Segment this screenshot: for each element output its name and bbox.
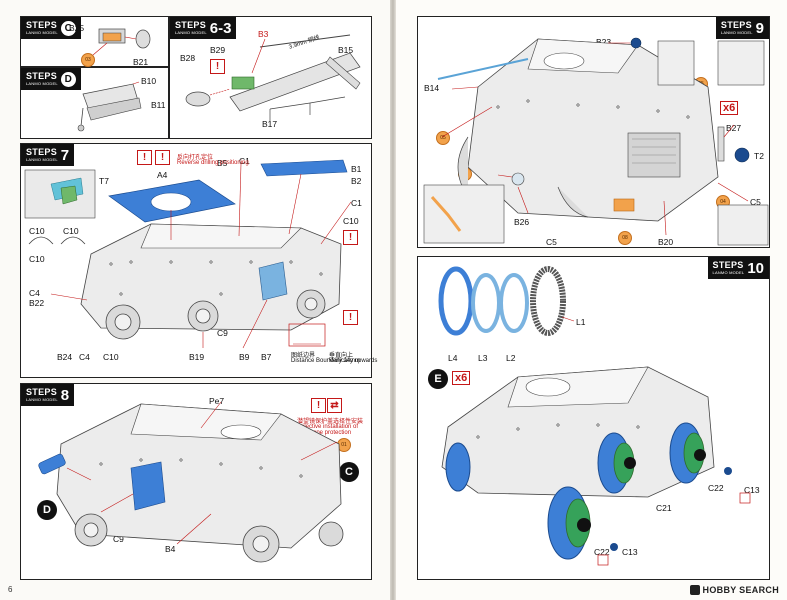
- part-b20: B20: [658, 237, 674, 247]
- part-b15: B15: [338, 45, 354, 55]
- step-8-drawing: [38, 401, 344, 563]
- part-c13-right: C13: [744, 485, 760, 495]
- part-c9: C9: [113, 534, 124, 544]
- step-7-drawing: [24, 159, 352, 349]
- part-b26: B26: [514, 217, 530, 227]
- part-l4: L4: [448, 353, 458, 363]
- part-c4-left: C4: [29, 288, 40, 298]
- warn-icon-8b: ⇄: [327, 398, 342, 413]
- warn-icon-7b: !: [155, 150, 170, 165]
- step-c-drawing: [92, 28, 151, 56]
- part-b1: B1: [351, 164, 362, 174]
- part-c1-right: C1: [351, 198, 362, 208]
- warn-icon-7c: !: [343, 230, 358, 245]
- part-b28: B28: [180, 53, 196, 63]
- part-c9: C9: [217, 328, 228, 338]
- part-pe7: Pe7: [209, 396, 225, 406]
- warn-icon-7a: !: [137, 150, 152, 165]
- tag-08b: 08: [618, 231, 632, 245]
- part-b14: B14: [424, 83, 440, 93]
- part-c21: C21: [656, 503, 672, 513]
- warn-icon: !: [210, 59, 225, 74]
- note-boundary: 图纸边界: [291, 353, 316, 359]
- step-d-letter: D: [60, 71, 76, 87]
- step-10-drawing: [438, 266, 751, 566]
- page-number-left: 6: [8, 585, 13, 594]
- part-b5: B5: [217, 158, 228, 168]
- part-b27: B27: [726, 123, 742, 133]
- part-c13-bottom: C13: [622, 547, 638, 557]
- warn-icon-7d: !: [343, 310, 358, 325]
- part-b4: B4: [165, 544, 176, 554]
- note-vertical: 垂直向上: [329, 353, 354, 359]
- part-b3: B3: [258, 29, 269, 39]
- part-b9: B9: [239, 352, 250, 362]
- part-c4-bottom: C4: [79, 352, 90, 362]
- tag-03: 03: [81, 53, 95, 67]
- part-c5-right: C5: [750, 197, 761, 207]
- part-c22-right: C22: [708, 483, 724, 493]
- part-a4: A4: [157, 170, 168, 180]
- part-c10-bottom: C10: [103, 352, 119, 362]
- part-b10: B10: [141, 76, 157, 86]
- page-spine: [390, 0, 396, 600]
- note-vertical-sub: Vertically upwards: [329, 358, 378, 364]
- part-b21: B21: [133, 57, 149, 67]
- part-c10-inset-a: C10: [29, 226, 45, 236]
- part-b22: B22: [29, 298, 45, 308]
- note-reverse-drill-sub: Reverse drilling positioning: [177, 160, 249, 166]
- note-reverse-drill: 反向打孔定位: [177, 155, 214, 161]
- part-b11: B11: [151, 100, 166, 110]
- part-b23: B23: [596, 37, 612, 47]
- warn-icon-8a: !: [311, 398, 326, 413]
- part-b17: B17: [262, 119, 278, 129]
- part-b25: B25: [69, 23, 85, 33]
- part-c10-right: C10: [343, 216, 359, 226]
- part-b24: B24: [57, 352, 73, 362]
- part-c10-inset-b: C10: [63, 226, 79, 236]
- multiplier-x6-10: x6: [452, 371, 471, 385]
- hobby-search-logo-icon: [689, 585, 700, 595]
- part-b7: B7: [261, 352, 272, 362]
- part-c1-top: C1: [239, 156, 250, 166]
- part-t2-right: T2: [754, 151, 764, 161]
- part-b19: B19: [189, 352, 205, 362]
- badge-c: C: [339, 462, 359, 482]
- hobby-search-watermark: HOBBY SEARCH: [689, 585, 779, 595]
- part-l1: L1: [576, 317, 586, 327]
- note-periscope: 潜望镜保护盖选择性安装: [297, 419, 364, 425]
- badge-d: D: [37, 500, 57, 520]
- part-l3: L3: [478, 353, 488, 363]
- part-c10-left: C10: [29, 254, 45, 264]
- step-c-letter: C: [60, 20, 76, 36]
- part-b2: B2: [351, 176, 362, 186]
- part-b29: B29: [210, 45, 226, 55]
- badge-e: E: [428, 369, 448, 389]
- step-d-drawing: [77, 81, 142, 132]
- part-c22-bottom: C22: [594, 547, 610, 557]
- multiplier-x6: x6: [720, 101, 739, 115]
- part-c5-bottom: C5: [546, 237, 557, 247]
- note-boundary-sub: Distance Boundary 14mm: [291, 358, 361, 364]
- step-6-3-drawing: [185, 34, 361, 121]
- part-t7: T7: [99, 176, 109, 186]
- part-l2: L2: [506, 353, 516, 363]
- step-9-drawing: [423, 37, 769, 246]
